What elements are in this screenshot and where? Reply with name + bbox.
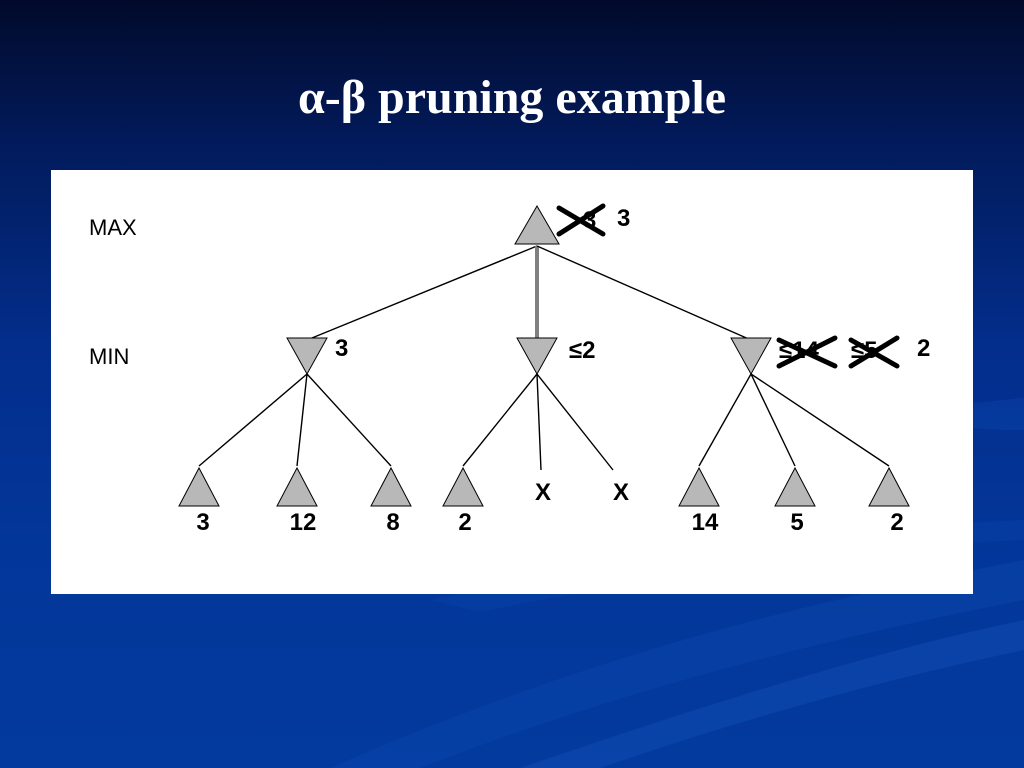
- edge-min3-leaf1: [698, 373, 752, 467]
- min-node-1: [286, 337, 328, 376]
- leaf-label-2: 12: [290, 509, 317, 536]
- leaf-node-7: [678, 466, 720, 507]
- min-node-3-value: 2: [917, 335, 930, 362]
- leaf-node-2: [276, 466, 318, 507]
- edge-min2-leaf1: [462, 373, 538, 467]
- leaf-label-8: 5: [790, 509, 803, 536]
- edge-min2-leaf3: [536, 373, 614, 471]
- edge-root-min1: [306, 245, 538, 341]
- edge-min3-leaf3: [750, 373, 890, 467]
- max-level-label: MAX: [89, 215, 137, 240]
- leaf-node-9: [868, 466, 910, 507]
- game-tree-diagram: MAX MIN 3 3 3 ≤2 ≤14: [89, 203, 930, 536]
- alpha-beta-tree-figure: MAX MIN 3 3 3 ≤2 ≤14: [51, 170, 973, 594]
- edge-min1-leaf1: [198, 373, 308, 467]
- leaf-label-4: 2: [458, 509, 471, 536]
- min-node-2: [516, 337, 558, 376]
- min-node-1-value: 3: [335, 335, 348, 362]
- root-value: 3: [617, 205, 630, 232]
- leaf-node-1: [178, 466, 220, 507]
- slide-title: α-β pruning example: [297, 71, 727, 124]
- leaf-label-9: 2: [890, 509, 903, 536]
- leaf-label-3: 8: [386, 509, 399, 536]
- max-root-node: [514, 205, 560, 245]
- leaf-label-7: 14: [692, 509, 719, 536]
- leaf-node-8: [774, 466, 816, 507]
- min-node-3-struck-value-1: ≤14: [776, 335, 838, 369]
- min-level-label: MIN: [89, 344, 129, 369]
- edge-min3-leaf2: [750, 373, 796, 467]
- leaf-node-4: [442, 466, 484, 507]
- min-node-3: [730, 337, 772, 376]
- root-struck-value: 3: [556, 203, 606, 237]
- min-node-3-struck-value-2: ≤5: [848, 335, 900, 369]
- edge-root-min3: [536, 245, 752, 341]
- pruned-leaf-label-6: X: [613, 479, 629, 506]
- edge-min1-leaf2: [296, 373, 308, 467]
- leaf-node-3: [370, 466, 412, 507]
- pruned-leaf-label-5: X: [535, 479, 551, 506]
- min-node-2-value: ≤2: [569, 337, 596, 364]
- edge-min2-leaf2: [536, 373, 542, 471]
- leaf-label-1: 3: [196, 509, 209, 536]
- edge-min1-leaf3: [306, 373, 392, 467]
